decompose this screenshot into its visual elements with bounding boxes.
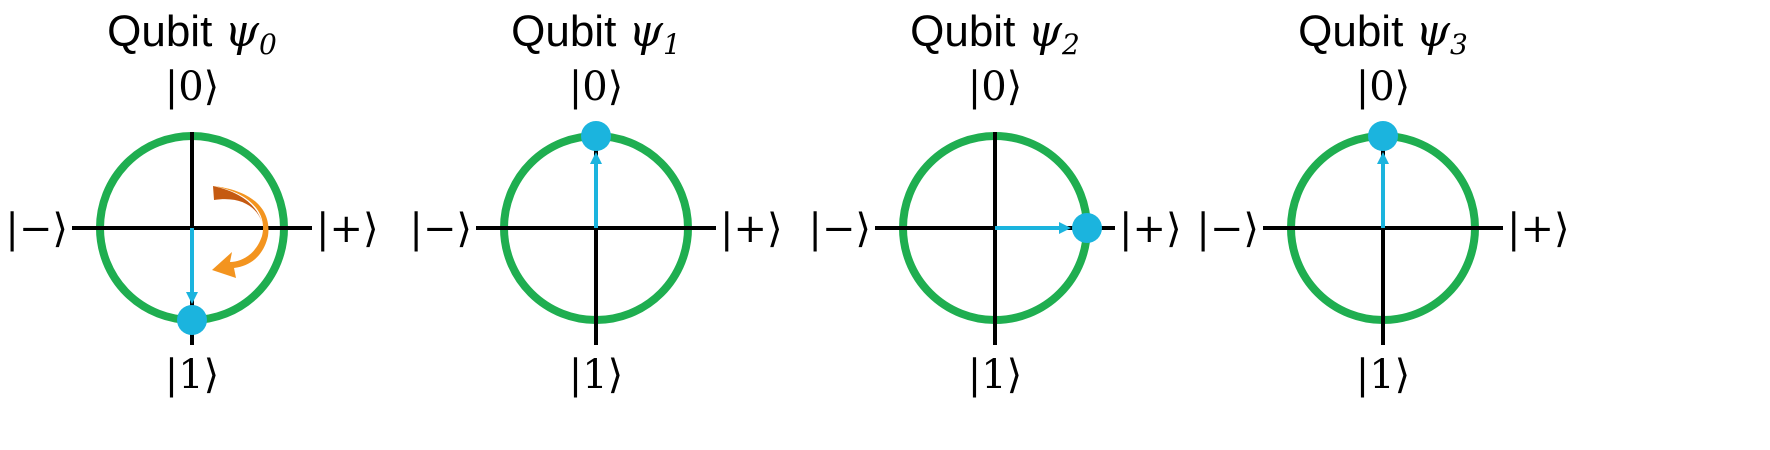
state-vector-arrowhead [186,292,198,304]
label-ket-minus: |−⟩ [409,206,472,252]
qubit-panel-2: Qubit ψ2|0⟩ |1⟩ |+⟩ |−⟩ [808,6,1181,398]
state-vector-arrowhead [590,152,602,164]
state-point [177,305,207,335]
label-ket-1: |1⟩ [165,352,220,398]
label-ket-minus: |−⟩ [808,206,871,252]
qubit-title: Qubit ψ2 [910,6,1080,61]
qubit-title: Qubit ψ1 [511,6,681,61]
state-point [1368,121,1398,151]
curved-arrow-shape [212,186,269,278]
label-ket-1: |1⟩ [968,352,1023,398]
state-point [581,121,611,151]
label-ket-1: |1⟩ [569,352,624,398]
qubit-panel-0: Qubit ψ0|0⟩ |1⟩ |+⟩ |−⟩ [5,6,378,398]
label-ket-minus: |−⟩ [1196,206,1259,252]
state-point [1072,213,1102,243]
qubit-title: Qubit ψ3 [1298,6,1468,61]
label-ket-plus: |+⟩ [720,206,783,252]
label-ket-plus: |+⟩ [316,206,379,252]
curved-arrow-icon [212,186,269,278]
label-ket-0: |0⟩ [569,64,624,110]
label-ket-0: |0⟩ [165,64,220,110]
qubit-title: Qubit ψ0 [107,6,277,61]
label-ket-0: |0⟩ [1356,64,1411,110]
curved-arrow-shade [213,186,262,222]
qubit-panel-3: Qubit ψ3|0⟩ |1⟩ |+⟩ |−⟩ [1196,6,1569,398]
state-vector-arrowhead [1377,152,1389,164]
label-ket-plus: |+⟩ [1507,206,1570,252]
label-ket-plus: |+⟩ [1119,206,1182,252]
state-vector-arrowhead [1059,222,1071,234]
label-ket-minus: |−⟩ [5,206,68,252]
label-ket-1: |1⟩ [1356,352,1411,398]
qubit-panel-1: Qubit ψ1|0⟩ |1⟩ |+⟩ |−⟩ [409,6,782,398]
label-ket-0: |0⟩ [968,64,1023,110]
